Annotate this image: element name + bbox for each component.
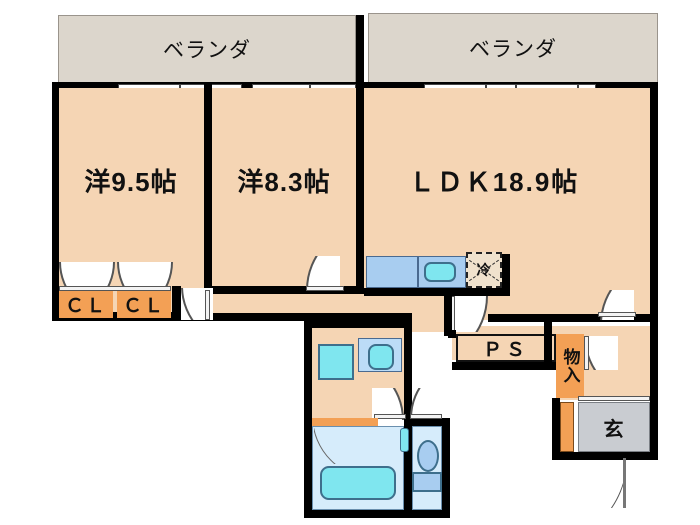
wall-ldk-south: [488, 314, 658, 322]
entrance-step-panel: [578, 396, 650, 401]
veranda-divider-wall: [356, 15, 364, 85]
ldk-label: ＬＤＫ18.9帖: [408, 166, 580, 197]
room-mid-label: 洋8.3帖: [237, 166, 331, 197]
wall-bath-block-north: [304, 320, 412, 328]
wall-between-mid-room-ldk: [356, 82, 364, 292]
bath-threshold: [312, 418, 378, 426]
door-ldk-corridor[interactable]: [452, 296, 488, 332]
wall-bath-block-west: [304, 320, 312, 518]
veranda-left: ベランダ: [58, 15, 356, 83]
toilet-bowl: [417, 440, 439, 472]
wall-kitchen-south: [364, 288, 502, 296]
storage-closet-label: 物入: [560, 348, 580, 384]
door-bathroom[interactable]: [314, 428, 356, 464]
fridge-label: 冷: [476, 262, 492, 278]
veranda-left-label: ベランダ: [163, 39, 251, 62]
closet-1-label: ＣＬ: [64, 295, 107, 317]
washing-machine-space: [318, 344, 354, 380]
bathtub: [320, 466, 396, 500]
wall-ps-south: [452, 362, 556, 370]
wall-between-west-mid-rooms: [204, 82, 212, 294]
closet-door-panel: [59, 286, 171, 291]
room-west-label: 洋9.5帖: [84, 166, 178, 197]
room-west-label-wrap: 洋9.5帖: [58, 160, 204, 200]
closet-1-door-left[interactable]: [59, 262, 87, 290]
door-toilet[interactable]: [410, 388, 440, 418]
exterior-wall-east: [650, 82, 658, 322]
wall-ldk-corridor: [444, 292, 452, 336]
wall-toilet-east: [442, 418, 450, 518]
door-toilet-panel: [410, 414, 442, 419]
veranda-right: ベランダ: [368, 13, 658, 83]
wall-entrance-stub: [544, 322, 552, 364]
pipe-space-label: ＰＳ: [482, 339, 529, 361]
door-storage[interactable]: [586, 336, 618, 370]
exterior-wall-west: [52, 82, 59, 320]
door-washroom-panel: [374, 414, 406, 419]
door-mid-room-panel: [306, 286, 344, 291]
door-west-room-panel: [205, 290, 210, 320]
wall-entrance-west: [552, 398, 560, 460]
wall-closet-right-edge: [172, 286, 181, 320]
wall-corridor-north: [204, 286, 364, 294]
wash-basin: [368, 344, 394, 370]
wall-bath-block-south: [304, 510, 450, 518]
closet-2-label: ＣＬ: [122, 295, 165, 317]
veranda-right-label: ベランダ: [469, 38, 557, 61]
door-ldk-east-panel: [598, 312, 636, 317]
door-mid-room[interactable]: [306, 256, 340, 290]
wall-corridor-south: [52, 313, 404, 321]
shoe-cabinet: [560, 402, 574, 452]
wall-kitchen-east: [502, 254, 510, 296]
fridge-space: 冷: [466, 252, 502, 288]
ldk-label-wrap: ＬＤＫ18.9帖: [364, 160, 624, 200]
front-door[interactable]: [578, 458, 626, 508]
closet-1-door-right[interactable]: [87, 262, 115, 290]
pipe-space: ＰＳ: [456, 334, 556, 362]
kitchen-counter-left: [366, 256, 418, 288]
kitchen-sink: [424, 262, 456, 282]
storage-closet: 物入: [556, 334, 584, 398]
door-storage-panel: [584, 336, 589, 370]
entrance-label: 玄: [603, 418, 625, 441]
wall-entrance-south: [552, 452, 658, 460]
room-mid-label-wrap: 洋8.3帖: [212, 160, 356, 200]
closet-2: ＣＬ: [117, 290, 171, 318]
closet-2-door-right[interactable]: [145, 262, 173, 290]
wall-ps-corner: [448, 330, 456, 338]
toilet-tank: [412, 472, 442, 492]
toilet-supply-pipe: [400, 428, 409, 452]
exterior-wall-east-lower: [650, 322, 658, 460]
closet-2-door-left[interactable]: [117, 262, 145, 290]
wall-toilet-north: [404, 418, 450, 426]
closet-1: ＣＬ: [59, 290, 113, 318]
entrance-area: 玄: [578, 402, 650, 452]
